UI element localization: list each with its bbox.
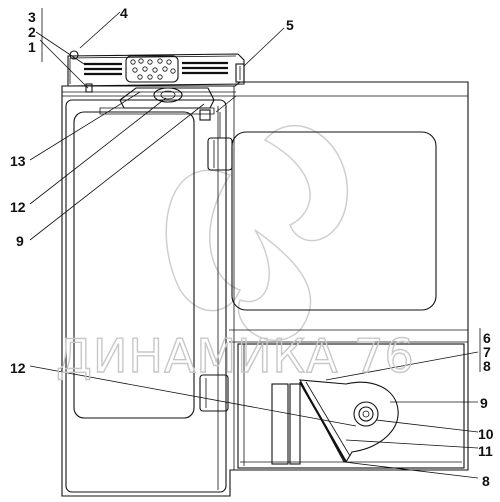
callout-8-top: 8 (483, 358, 491, 374)
callout-12-top: 12 (10, 199, 26, 215)
roof-ventilation-unit (67, 50, 245, 93)
callout-10: 10 (478, 426, 494, 442)
callout-3: 3 (28, 9, 36, 25)
callout-2: 2 (28, 24, 36, 40)
callout-12-bottom: 12 (10, 360, 26, 376)
rear-lower-compartment (237, 343, 465, 469)
callout-13: 13 (10, 153, 26, 169)
right-rear-window (231, 131, 437, 311)
cab-body (61, 81, 469, 497)
watermark-text: ДИНАМИКА 76 (56, 329, 415, 383)
callout-6: 6 (483, 330, 491, 346)
callout-1: 1 (28, 39, 36, 55)
roof-vent-grille-left (84, 62, 122, 76)
roof-fan-heater (99, 87, 237, 121)
roof-perforated-panel (125, 55, 179, 83)
callout-8-bottom: 8 (482, 473, 490, 489)
callout-4: 4 (120, 5, 128, 21)
upper-latch-block (207, 112, 233, 171)
callout-9-left: 9 (16, 233, 24, 249)
callout-9-right: 9 (480, 395, 488, 411)
roof-vent-grille-right (182, 61, 228, 75)
watermark-swirl-logo (165, 125, 348, 341)
rear-fan-blower (299, 379, 399, 463)
roof-left-clip (85, 83, 93, 93)
leader-lines (29, 11, 479, 479)
callout-7: 7 (483, 344, 491, 360)
callout-11: 11 (478, 443, 493, 459)
left-door (65, 99, 229, 493)
callout-5: 5 (286, 17, 294, 33)
roof-right-bracket (235, 63, 245, 83)
